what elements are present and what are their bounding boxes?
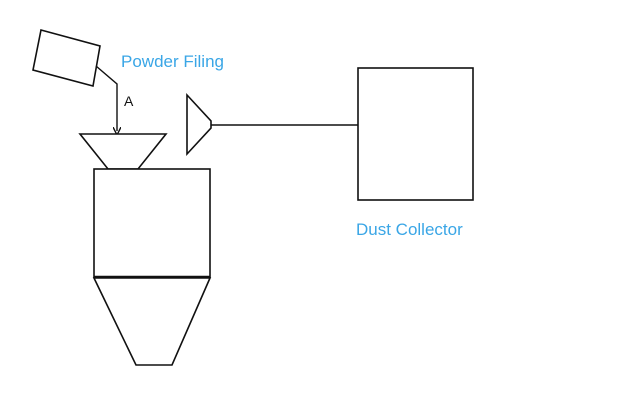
powder-filing-label: Powder Filing [121,52,224,71]
powder-container [32,29,101,87]
powder-feed-line [95,65,117,131]
vessel-cone [92,277,212,366]
point-a-label: A [124,93,134,109]
suction-hood [186,92,212,157]
feed-hopper [78,133,168,170]
dust-collector-label: Dust Collector [356,220,463,239]
dust-collector-box [357,67,474,201]
vessel-body [93,168,211,278]
